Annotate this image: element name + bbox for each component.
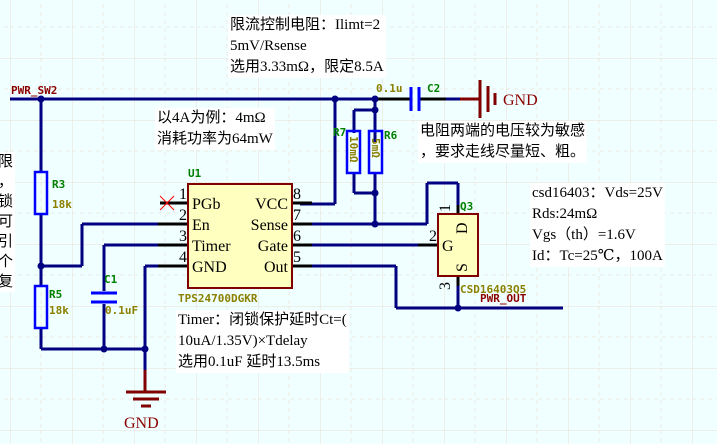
- resistor-r6[interactable]: R6 5mΩ: [367, 129, 398, 175]
- r7-designator: R7: [333, 126, 346, 139]
- capacitor-c1[interactable]: C1 0.1uF: [91, 273, 138, 317]
- junctions: [37, 95, 462, 353]
- u1-pin1-num: 1: [179, 186, 187, 203]
- u1-designator: U1: [188, 167, 202, 180]
- gnd-port-top: GND: [460, 80, 538, 118]
- q3-designator: Q3: [460, 200, 473, 213]
- r5-designator: R5: [49, 288, 62, 301]
- r5-value: 18k: [49, 304, 69, 317]
- q3-pin3-num: 3: [437, 282, 454, 290]
- r6-value: 5mΩ: [369, 138, 382, 158]
- c1-value: 0.1uF: [105, 304, 138, 317]
- u1-part: TPS24700DGKR: [178, 292, 258, 305]
- c2-value: 0.1u: [376, 82, 403, 95]
- u1-pin6-num: 6: [293, 228, 301, 245]
- note-current-limit: 限流控制电阻：Ilimt=2 5mV/Rsense 选用3.33mΩ，限定8.5…: [228, 15, 386, 78]
- r7-value: 10mΩ: [347, 136, 360, 163]
- u1-pin6-name: Gate: [258, 238, 288, 255]
- note-power-example: 以4A为例：4mΩ 消耗功率为64mW: [155, 108, 275, 150]
- no-connect-icon: [159, 195, 175, 211]
- q3-pin-d: D: [454, 222, 471, 234]
- c2-designator: C2: [427, 82, 440, 95]
- q3-pin-g: G: [442, 238, 454, 255]
- r6-designator: R6: [384, 129, 398, 142]
- note-sense-routing: 电阻两端的电压较为敏感 ，要求走线尽量短、粗。: [418, 121, 588, 163]
- r3-value: 18k: [52, 198, 72, 211]
- net-label-pwr-out: PWR_OUT: [480, 292, 527, 305]
- note-timer: Timer：闭锁保护延时Ct=( 10uA/1.35V)×Tdelay 选用0.…: [176, 310, 349, 373]
- q3-pin1-num: 1: [437, 204, 454, 212]
- net-label-pwr-sw2: PWR_SW2: [11, 84, 57, 97]
- u1-pin4-name: GND: [192, 259, 227, 276]
- u1-pin5-num: 5: [293, 249, 301, 266]
- u1-pin1-name: PGb: [192, 196, 220, 213]
- u1-pin2-name: En: [192, 217, 210, 234]
- resistor-r5[interactable]: R5 18k: [33, 284, 69, 330]
- capacitor-c2[interactable]: 0.1u C2: [376, 82, 440, 111]
- pin-stubs: [158, 201, 460, 286]
- u1-pin5-name: Out: [264, 259, 289, 276]
- u1-pin8-num: 8: [293, 186, 301, 203]
- q3-pin-s: S: [454, 263, 471, 272]
- c1-designator: C1: [104, 273, 118, 286]
- u1-pin8-name: VCC: [255, 196, 288, 213]
- u1-pin7-name: Sense: [251, 217, 288, 234]
- note-left-clipped: 限 ， 锁 可 引 个 复: [0, 152, 16, 292]
- u1-pin3-num: 3: [179, 228, 187, 245]
- q3-part: CSD16403Q5: [460, 283, 526, 296]
- resistor-r7[interactable]: R7 10mΩ: [333, 126, 362, 175]
- u1-pin2-num: 2: [179, 207, 187, 224]
- gnd-bottom-label: GND: [124, 415, 159, 432]
- note-mosfet-spec: csd16403：Vds=25V Rds:24mΩ Vgs（th）=1.6V I…: [530, 183, 665, 267]
- q3-pin2-num: 2: [429, 228, 437, 245]
- u1-pin3-name: Timer: [192, 238, 231, 255]
- wires: [10, 97, 563, 370]
- u1-pin7-num: 7: [293, 207, 301, 224]
- resistor-r3[interactable]: R3 18k: [33, 170, 72, 216]
- u1-pin4-num: 4: [179, 249, 187, 266]
- gnd-top-label: GND: [503, 92, 538, 109]
- ic-u1[interactable]: U1 TPS24700DGKR 1 2 3 4 PGb En Timer GND…: [178, 167, 301, 305]
- mosfet-q3[interactable]: Q3 CSD16403Q5 1 2 3 D G S: [429, 200, 526, 296]
- gnd-port-bottom: GND: [124, 370, 166, 432]
- r3-designator: R3: [52, 178, 65, 191]
